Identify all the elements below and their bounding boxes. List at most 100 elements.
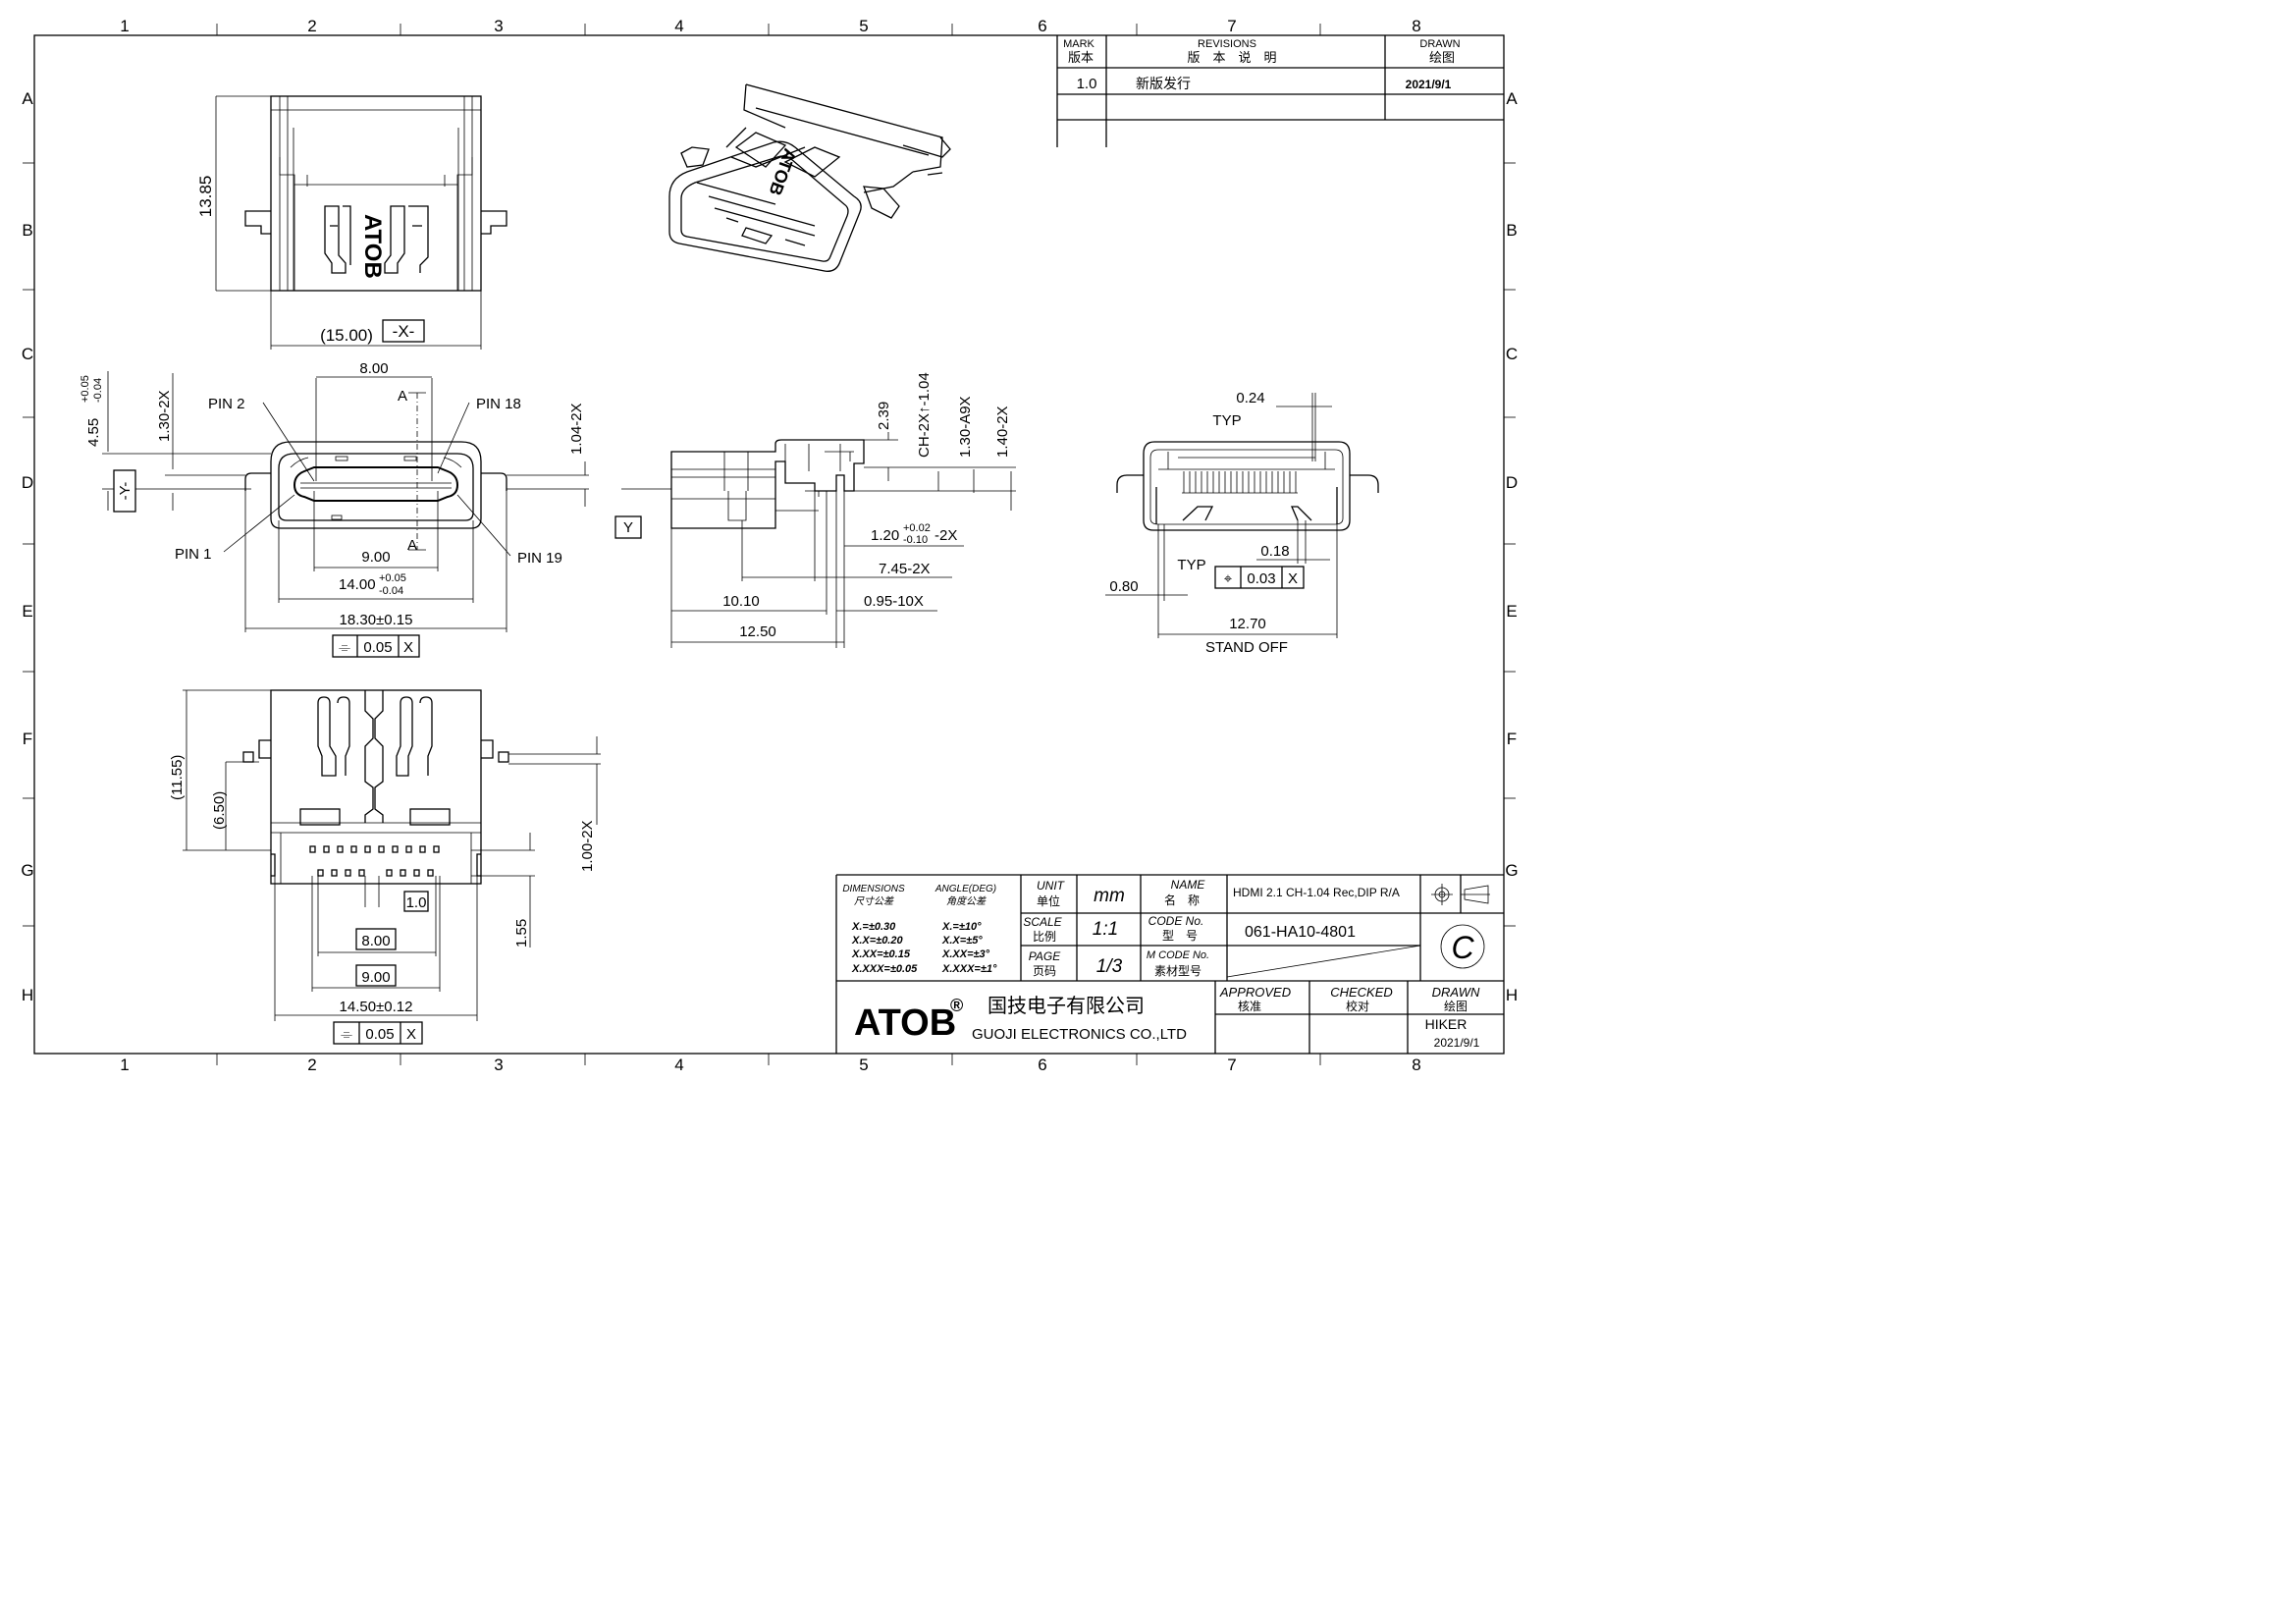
tb-unit-cn: 单位 xyxy=(1037,893,1060,908)
bottom-tol-value: 0.05 xyxy=(365,1026,394,1043)
dim-front-1-04: 1.04-2X xyxy=(568,403,585,455)
tb-scale-value: 1:1 xyxy=(1093,919,1118,940)
tb-angle-1: X.X=±5° xyxy=(941,935,983,947)
tb-angle-en: ANGLE(DEG) xyxy=(934,884,996,894)
projection-symbol-icon xyxy=(1431,884,1490,905)
tb-tol-3: X.XXX=±0.05 xyxy=(851,963,918,975)
side-view: Y 2.39 CH-2X↑-1.04 1.30-A9X 1.40-2X 1.20… xyxy=(614,372,1016,648)
pin-19-label: PIN 19 xyxy=(517,550,562,567)
dim-side-0-95: 0.95-10X xyxy=(864,593,924,610)
dim-front-9-00: 9.00 xyxy=(361,549,390,566)
dim-side-1-20: 1.20 xyxy=(871,527,899,544)
row-label-e-right: E xyxy=(1506,602,1517,621)
row-label-c-right: C xyxy=(1506,345,1518,363)
front-tol-datum: X xyxy=(403,639,413,656)
col-label-3-bottom: 3 xyxy=(494,1056,503,1074)
tb-company-reg-mark: ® xyxy=(950,996,963,1015)
row-label-g: G xyxy=(21,861,33,880)
tb-name-en: NAME xyxy=(1171,878,1206,892)
dim-front-14-00: 14.00 xyxy=(339,576,376,593)
col-label-7-bottom: 7 xyxy=(1227,1056,1236,1074)
section-a-bottom: A xyxy=(407,537,417,554)
dim-side-1-40: 1.40-2X xyxy=(994,406,1011,458)
rear-view: 0.24 TYP 0.18 TYP ⌖ 0.03 X 0.80 12.70 ST… xyxy=(1105,390,1379,656)
dim-side-1-30: 1.30-A9X xyxy=(957,396,974,458)
isometric-brand: ATOB xyxy=(765,146,800,198)
col-label-1: 1 xyxy=(120,17,129,35)
rev-desc-header-cn: 版 本 说 明 xyxy=(1187,50,1276,65)
col-label-4-bottom: 4 xyxy=(674,1056,683,1074)
tb-page-cn: 页码 xyxy=(1033,964,1056,978)
dim-bottom-1-00: 1.00-2X xyxy=(579,820,596,872)
tb-approved-cn: 核准 xyxy=(1238,1000,1261,1013)
tb-drawn-by: HIKER xyxy=(1425,1016,1468,1032)
dim-front-4-55-tol-up: +0.05 xyxy=(80,375,91,403)
dim-front-4-55-tol-dn: -0.04 xyxy=(92,378,104,403)
tb-unit-value: mm xyxy=(1094,886,1125,906)
col-label-6-bottom: 6 xyxy=(1038,1056,1046,1074)
col-label-6: 6 xyxy=(1038,17,1046,35)
col-label-8: 8 xyxy=(1412,17,1420,35)
tb-company-en: GUOJI ELECTRONICS CO.,LTD xyxy=(972,1026,1187,1043)
rev-row-desc: 新版发行 xyxy=(1136,76,1191,91)
datum-y-side: Y xyxy=(623,519,633,536)
dim-rear-0-18: 0.18 xyxy=(1260,543,1289,560)
tb-page-value: 1/3 xyxy=(1096,956,1123,977)
front-view: A A 8.00 PIN 2 PIN 18 PIN 1 PIN 19 9.00 … xyxy=(80,360,589,658)
col-label-2-bottom: 2 xyxy=(307,1056,316,1074)
tb-code-cn: 型 号 xyxy=(1162,929,1198,943)
section-a-top: A xyxy=(398,388,407,405)
tb-dimensions-cn: 尺寸公差 xyxy=(854,895,894,907)
tb-scale-cn: 比例 xyxy=(1033,930,1056,944)
front-tol-value: 0.05 xyxy=(363,639,392,656)
dim-front-14-00-tol-dn: -0.04 xyxy=(379,585,403,597)
dim-bottom-1-55: 1.55 xyxy=(513,919,530,947)
tb-company-cn: 国技电子有限公司 xyxy=(988,995,1145,1017)
rev-desc-header-en: REVISIONS xyxy=(1198,38,1256,50)
tb-angle-0: X.=±10° xyxy=(941,921,982,933)
dim-front-4-55: 4.55 xyxy=(85,418,102,447)
dim-rear-typ-1: TYP xyxy=(1212,412,1241,429)
dim-front-18-30: 18.30±0.15 xyxy=(340,612,413,628)
col-label-1-bottom: 1 xyxy=(120,1056,129,1074)
col-label-7: 7 xyxy=(1227,17,1236,35)
dim-13-85: 13.85 xyxy=(196,176,215,218)
row-label-d-right: D xyxy=(1506,473,1518,492)
pin-18-label: PIN 18 xyxy=(476,396,521,412)
dim-side-1-20-tol-up: +0.02 xyxy=(903,522,931,534)
bottom-pin-row-upper xyxy=(309,845,440,853)
top-view-brand: ATOB xyxy=(359,214,386,279)
rear-tol-datum: X xyxy=(1288,570,1298,587)
dim-rear-standoff: STAND OFF xyxy=(1205,639,1288,656)
col-label-4: 4 xyxy=(674,17,683,35)
datum-x-label: -X- xyxy=(393,322,415,341)
top-view: ATOB 13.85 (15.00) -X- xyxy=(196,95,507,350)
row-label-c: C xyxy=(22,345,33,363)
bottom-tol-symbol: ⌯ xyxy=(341,1026,352,1043)
tb-name-value: HDMI 2.1 CH-1.04 Rec,DIP R/A xyxy=(1233,886,1400,899)
row-label-f-right: F xyxy=(1507,730,1517,748)
row-label-d: D xyxy=(22,473,33,492)
dim-bottom-9-00: 9.00 xyxy=(361,969,390,986)
rev-row-mark: 1.0 xyxy=(1077,76,1097,92)
dim-bottom-11-55: (11.55) xyxy=(169,755,186,800)
dim-side-7-45: 7.45-2X xyxy=(879,561,931,577)
bottom-pin-row-lower xyxy=(317,869,434,877)
row-label-b: B xyxy=(22,221,32,240)
drawing-sheet: 1 2 3 4 5 6 7 8 1 2 3 4 5 6 7 8 A B C D … xyxy=(21,17,1518,1074)
bottom-tol-datum: X xyxy=(406,1026,416,1043)
col-label-2: 2 xyxy=(307,17,316,35)
tb-drawn-date: 2021/9/1 xyxy=(1434,1036,1480,1050)
dim-side-2-39: 2.39 xyxy=(876,402,892,430)
tb-mcode-en: M CODE No. xyxy=(1147,949,1209,961)
tb-approved-en: APPROVED xyxy=(1219,985,1291,1000)
dim-front-8-00: 8.00 xyxy=(359,360,388,377)
dim-front-1-30: 1.30-2X xyxy=(156,390,173,442)
dim-front-14-00-tol-up: +0.05 xyxy=(379,572,406,584)
dim-bottom-14-50: 14.50±0.12 xyxy=(340,999,413,1015)
tb-drawn-cn: 绘图 xyxy=(1444,999,1468,1013)
pin-1-label: PIN 1 xyxy=(175,546,212,563)
tb-unit-en: UNIT xyxy=(1037,879,1066,893)
rev-mark-header-en: MARK xyxy=(1063,38,1095,50)
row-label-a-right: A xyxy=(1506,89,1518,108)
